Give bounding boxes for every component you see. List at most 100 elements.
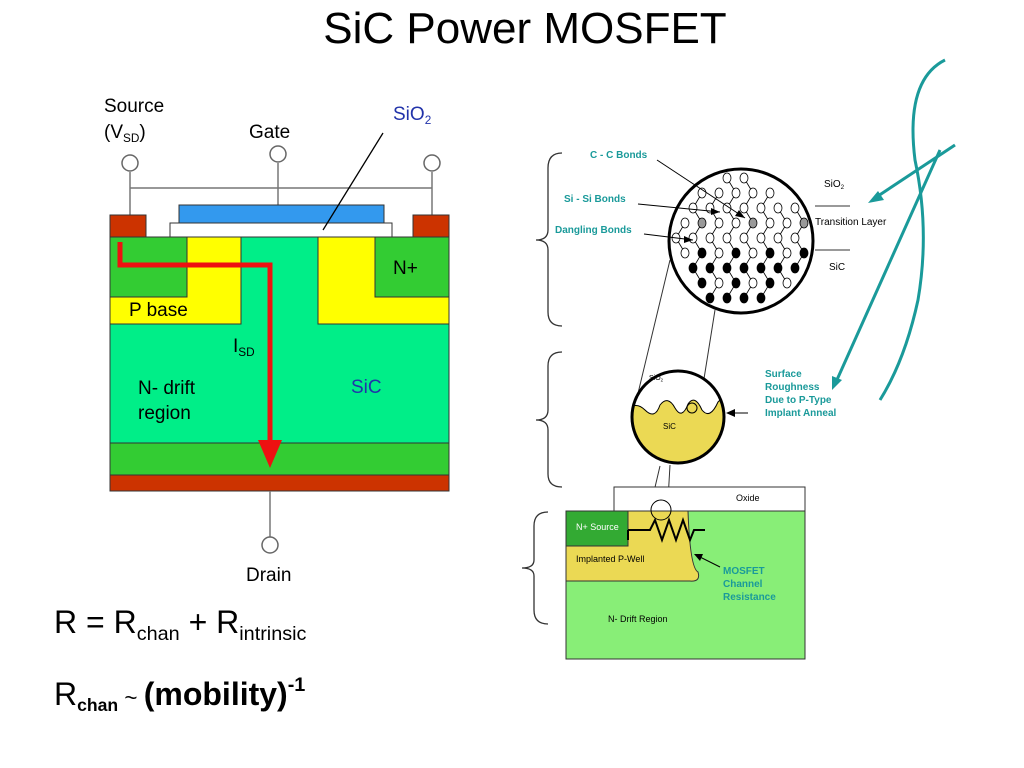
atom: [731, 217, 741, 229]
atom: [748, 247, 758, 259]
sisi-bonds-label: Si - Si Bonds: [564, 194, 626, 205]
channel-resistance-line2: Channel: [723, 579, 763, 590]
atom: [688, 232, 698, 244]
zoom-sio2-label: SiO2: [824, 179, 844, 194]
rough-sio2-sub: 2: [660, 377, 664, 383]
eq1-r: R = R: [54, 604, 137, 640]
mosfet-device: [109, 132, 450, 554]
atom: [765, 187, 775, 199]
atom: [790, 202, 800, 214]
rough-sio2-label: SiO2: [649, 375, 663, 385]
sio2-label: SiO2: [393, 104, 431, 132]
atom: [790, 232, 800, 244]
atom: [756, 292, 766, 304]
channel-resistance-line1: MOSFET: [723, 566, 765, 577]
atom: [773, 202, 783, 214]
atom: [756, 202, 766, 214]
atom: [773, 232, 783, 244]
atom: [748, 187, 758, 199]
channel-resistor: [628, 516, 705, 544]
teal-annotation: [832, 58, 956, 401]
gate-label: Gate: [249, 122, 291, 143]
atom: [714, 187, 724, 199]
roughness-zoom-circle: [630, 369, 726, 465]
eq1-chan: chan: [136, 622, 180, 645]
sic-label: SiC: [351, 377, 382, 398]
eq2-exponent: -1: [287, 674, 306, 696]
sio2-sub: 2: [424, 114, 432, 128]
atom: [748, 217, 758, 229]
atom: [765, 277, 775, 289]
atom: [722, 292, 732, 304]
isd-text: I: [233, 336, 239, 357]
zoom-sic-label: SiC: [829, 262, 846, 273]
atom: [705, 232, 715, 244]
sio2-text: SiO: [393, 104, 425, 125]
atom: [765, 247, 775, 259]
roughness-line4: Implant Anneal: [765, 408, 837, 419]
eq2-chan: chan: [77, 695, 119, 716]
gate-oxide: [169, 222, 393, 238]
eq1-plus: + R: [179, 604, 240, 640]
dangling-bonds-label: Dangling Bonds: [555, 225, 632, 236]
atom: [722, 232, 732, 244]
oxide-label: Oxide: [736, 493, 760, 503]
equation-channel-mobility: Rchan ~ (mobility)-1: [54, 674, 305, 716]
atom: [739, 262, 749, 274]
zoom-sio2-sub: 2: [840, 184, 845, 192]
atom: [688, 202, 698, 214]
isd-sub: SD: [238, 346, 255, 360]
atom: [731, 187, 741, 199]
roughness-zoom: [535, 351, 748, 488]
isd-label: ISD: [233, 336, 255, 364]
atom: [705, 292, 715, 304]
cross-nplus-source: [565, 510, 629, 547]
atom: [799, 247, 809, 259]
cross-oxide: [613, 486, 806, 512]
atom: [739, 202, 749, 214]
transition-layer-label: Transition Layer: [815, 217, 887, 228]
rough-sic-surface: [632, 398, 724, 463]
atom: [697, 277, 707, 289]
atoms-lattice: [671, 172, 809, 304]
equation-total-resistance: R = Rchan + Rintrinsic: [54, 604, 306, 646]
source-label: Source: [104, 96, 165, 117]
atom: [782, 217, 792, 229]
atom: [697, 217, 707, 229]
atom: [722, 202, 732, 214]
atom: [680, 247, 690, 259]
source-voltage-label: (VSD): [104, 122, 146, 150]
pbase-label: P base: [129, 300, 188, 321]
gate-electrode: [178, 204, 385, 224]
pwell-label: Implanted P-Well: [576, 554, 645, 564]
rough-sic-label: SiC: [663, 422, 676, 431]
interface-zoom: [535, 152, 850, 501]
current-arrowhead: [258, 440, 282, 468]
atom: [790, 262, 800, 274]
n-plus-substrate: [109, 442, 450, 476]
gate-terminal: [269, 145, 287, 163]
source-metal-left: [109, 214, 147, 238]
source-voltage-sub: SD: [123, 132, 140, 146]
atom: [731, 277, 741, 289]
atom: [714, 217, 724, 229]
cross-section: [521, 486, 806, 660]
atom: [739, 292, 749, 304]
current-path-arrow: [117, 242, 273, 445]
atom: [722, 172, 732, 184]
drift-label-line2: region: [138, 403, 191, 424]
source-voltage-open: (V: [104, 122, 123, 143]
roughness-line3: Due to P-Type: [765, 395, 832, 406]
source-metal-right: [412, 214, 450, 238]
cross-drift-label: N- Drift Region: [608, 614, 668, 624]
zoom-sio2-text: SiO: [824, 179, 841, 190]
n-plus-right: [374, 236, 450, 298]
channel-resistance-line3: Resistance: [723, 592, 776, 603]
drain-terminal: [261, 536, 279, 554]
drain-metal: [109, 474, 450, 492]
atom: [680, 217, 690, 229]
source-voltage-close: ): [139, 122, 146, 143]
source-terminal-left: [121, 154, 139, 172]
roughness-line1: Surface: [765, 369, 802, 380]
